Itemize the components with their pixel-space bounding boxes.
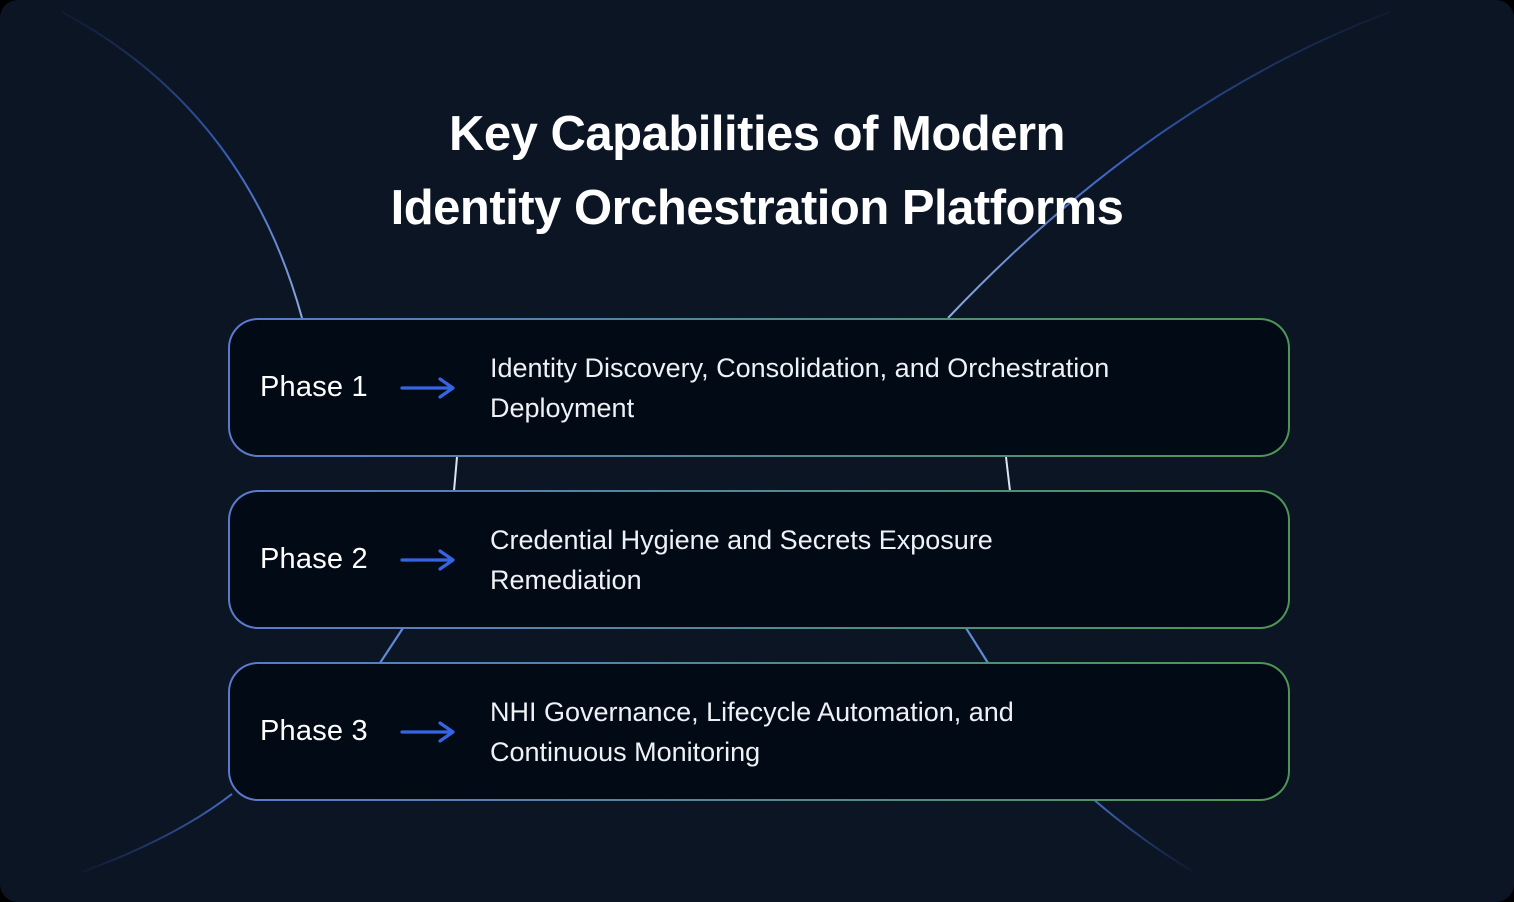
arrow-right-icon xyxy=(400,376,455,399)
phase-description: Credential Hygiene and Secrets Exposure … xyxy=(490,524,993,595)
arrow-right-icon xyxy=(400,548,455,571)
phase-card-1: Phase 1 Identity Discovery, Consolidatio… xyxy=(228,318,1290,457)
connector-line-1-right xyxy=(1005,456,1011,492)
phase-card-2: Phase 2 Credential Hygiene and Secrets E… xyxy=(228,490,1290,629)
decorative-curve-bottom-left xyxy=(81,793,233,873)
connector-line-2-right xyxy=(965,627,989,664)
phase-label: Phase 3 xyxy=(260,715,368,747)
phase-label: Phase 2 xyxy=(260,543,368,575)
phase-card-3: Phase 3 NHI Governance, Lifecycle Automa… xyxy=(228,662,1290,801)
page-title-line-1: Key Capabilities of Modern xyxy=(449,107,1065,161)
page-title: Key Capabilities of Modern Identity Orch… xyxy=(0,97,1514,245)
arrow-right-icon xyxy=(400,720,455,743)
connector-line-2-left xyxy=(379,627,404,664)
decorative-curve-bottom-right xyxy=(1091,797,1193,872)
phase-description: NHI Governance, Lifecycle Automation, an… xyxy=(490,696,1014,767)
connector-line-1-left xyxy=(453,456,458,492)
phase-description: Identity Discovery, Consolidation, and O… xyxy=(490,352,1110,423)
phase-label: Phase 1 xyxy=(260,371,368,403)
page-title-line-2: Identity Orchestration Platforms xyxy=(390,181,1124,235)
